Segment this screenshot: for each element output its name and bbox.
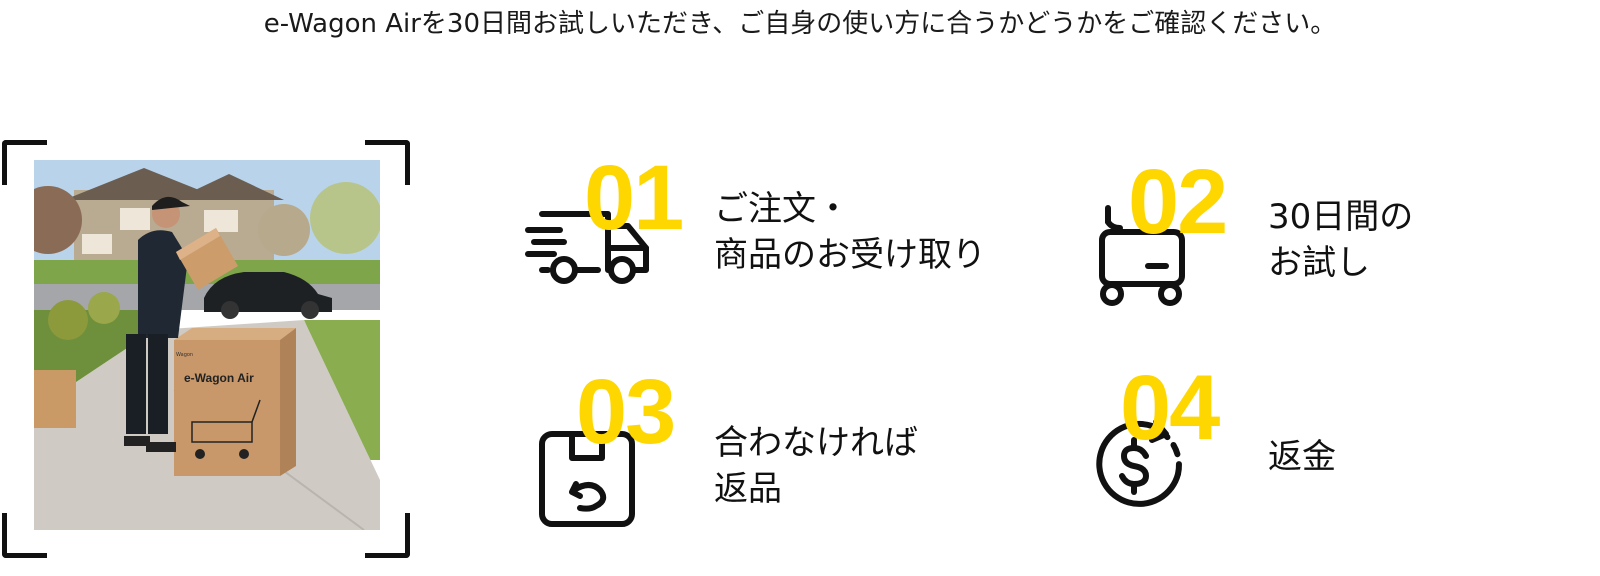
dollar-refund-icon bbox=[1096, 419, 1182, 507]
step-label: 30日間の お試し bbox=[1268, 194, 1413, 286]
step-label-line: 合わなければ bbox=[714, 423, 918, 463]
step-label-line: ご注文・ bbox=[714, 189, 850, 229]
step-label-line: 商品のお受け取り bbox=[714, 235, 986, 275]
step-label-line: 返品 bbox=[714, 469, 782, 509]
frame-corner bbox=[2, 140, 47, 185]
return-box-icon bbox=[539, 431, 635, 527]
step-number: 01 bbox=[584, 147, 684, 249]
box-brand-text: e-Wagon Air bbox=[184, 371, 254, 385]
step-number: 02 bbox=[1128, 151, 1228, 253]
wagon-cart-icon bbox=[1099, 205, 1185, 306]
step-label: ご注文・ 商品のお受け取り bbox=[714, 186, 986, 278]
frame-corner bbox=[365, 140, 410, 185]
box-small-label: Wagon bbox=[176, 352, 193, 358]
intro-text: e-Wagon Airを30日間お試しいただき、ご自身の使い方に合うかどうかをご… bbox=[263, 9, 1337, 39]
step-label: 合わなければ 返品 bbox=[714, 420, 918, 512]
delivery-photo: e-Wagon Air Wagon bbox=[34, 160, 380, 530]
product-photo-frame: e-Wagon Air Wagon bbox=[0, 138, 412, 560]
delivery-truck-icon bbox=[525, 211, 649, 284]
frame-corner bbox=[2, 513, 47, 558]
step-label-line: 返金 bbox=[1268, 437, 1336, 477]
frame-corner bbox=[365, 513, 410, 558]
step-label-line: お試し bbox=[1268, 243, 1370, 283]
step-number: 04 bbox=[1120, 357, 1220, 459]
step-label: 返金 bbox=[1268, 434, 1336, 480]
step-number: 03 bbox=[576, 361, 676, 463]
step-label-line: 30日間の bbox=[1268, 197, 1414, 237]
